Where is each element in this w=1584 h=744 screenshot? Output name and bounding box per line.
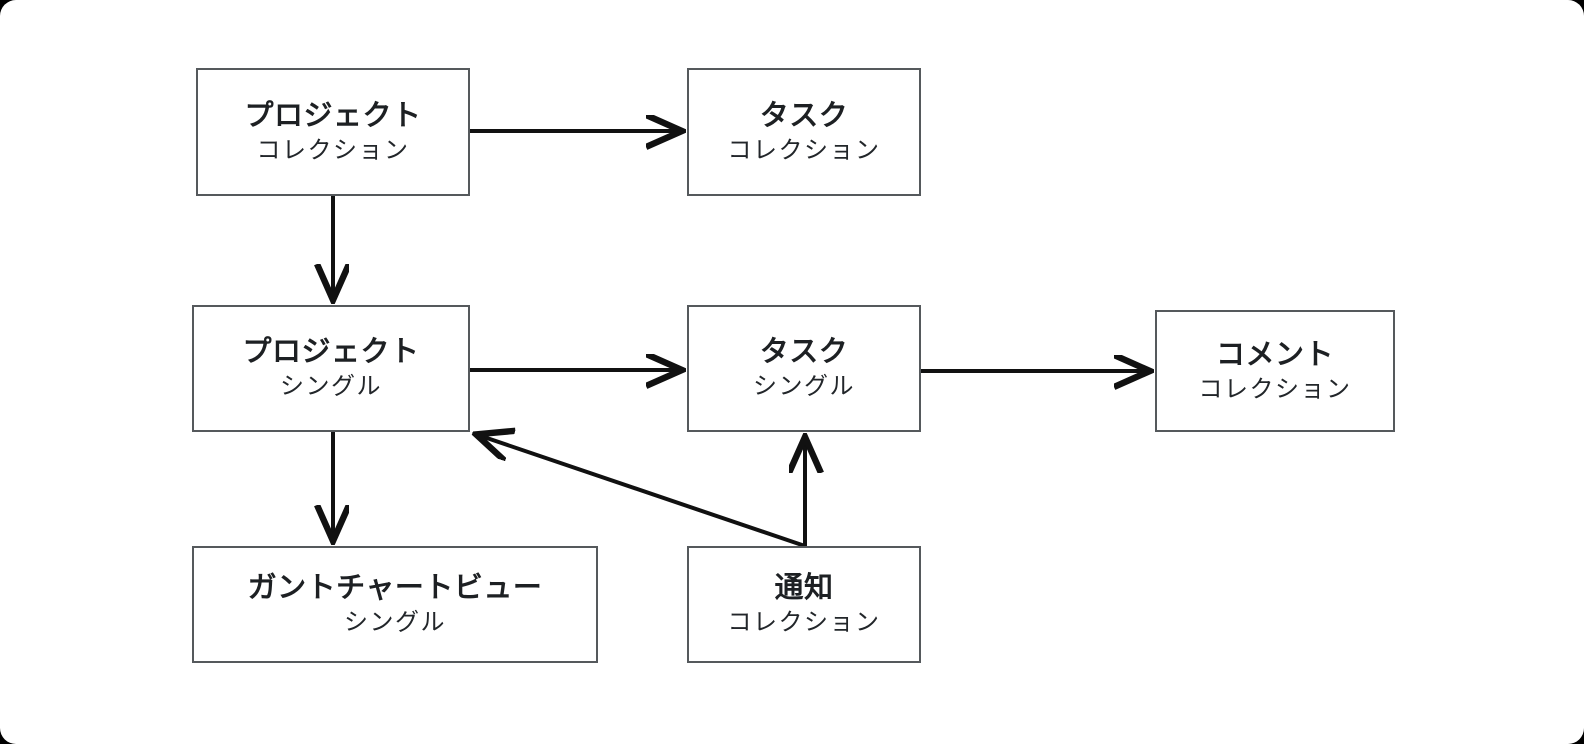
node-subtitle: コレクション xyxy=(256,136,410,164)
node-title: ガントチャートビュー xyxy=(247,572,543,605)
node-title: 通知 xyxy=(774,572,834,605)
node-task-collection[interactable]: タスク コレクション xyxy=(687,68,921,196)
node-subtitle: シングル xyxy=(344,609,446,637)
node-project-collection[interactable]: プロジェクト コレクション xyxy=(196,68,470,196)
node-subtitle: コレクション xyxy=(727,136,881,164)
node-title: タスク xyxy=(759,99,849,132)
node-task-single[interactable]: タスク シングル xyxy=(687,305,921,432)
node-subtitle: コレクション xyxy=(727,609,881,637)
node-gantt-chart-view-single[interactable]: ガントチャートビュー シングル xyxy=(192,546,598,663)
node-comment-collection[interactable]: コメント コレクション xyxy=(1155,310,1395,432)
node-title: タスク xyxy=(759,336,849,369)
node-project-single[interactable]: プロジェクト シングル xyxy=(192,305,470,432)
edge-notification-to-project-single xyxy=(478,435,806,548)
node-subtitle: コレクション xyxy=(1198,375,1352,403)
node-subtitle: シングル xyxy=(753,373,855,401)
node-notification-collection[interactable]: 通知 コレクション xyxy=(687,546,921,663)
node-subtitle: シングル xyxy=(280,373,382,401)
node-title: プロジェクト xyxy=(242,336,420,369)
node-title: プロジェクト xyxy=(244,99,422,132)
node-title: コメント xyxy=(1215,338,1334,371)
